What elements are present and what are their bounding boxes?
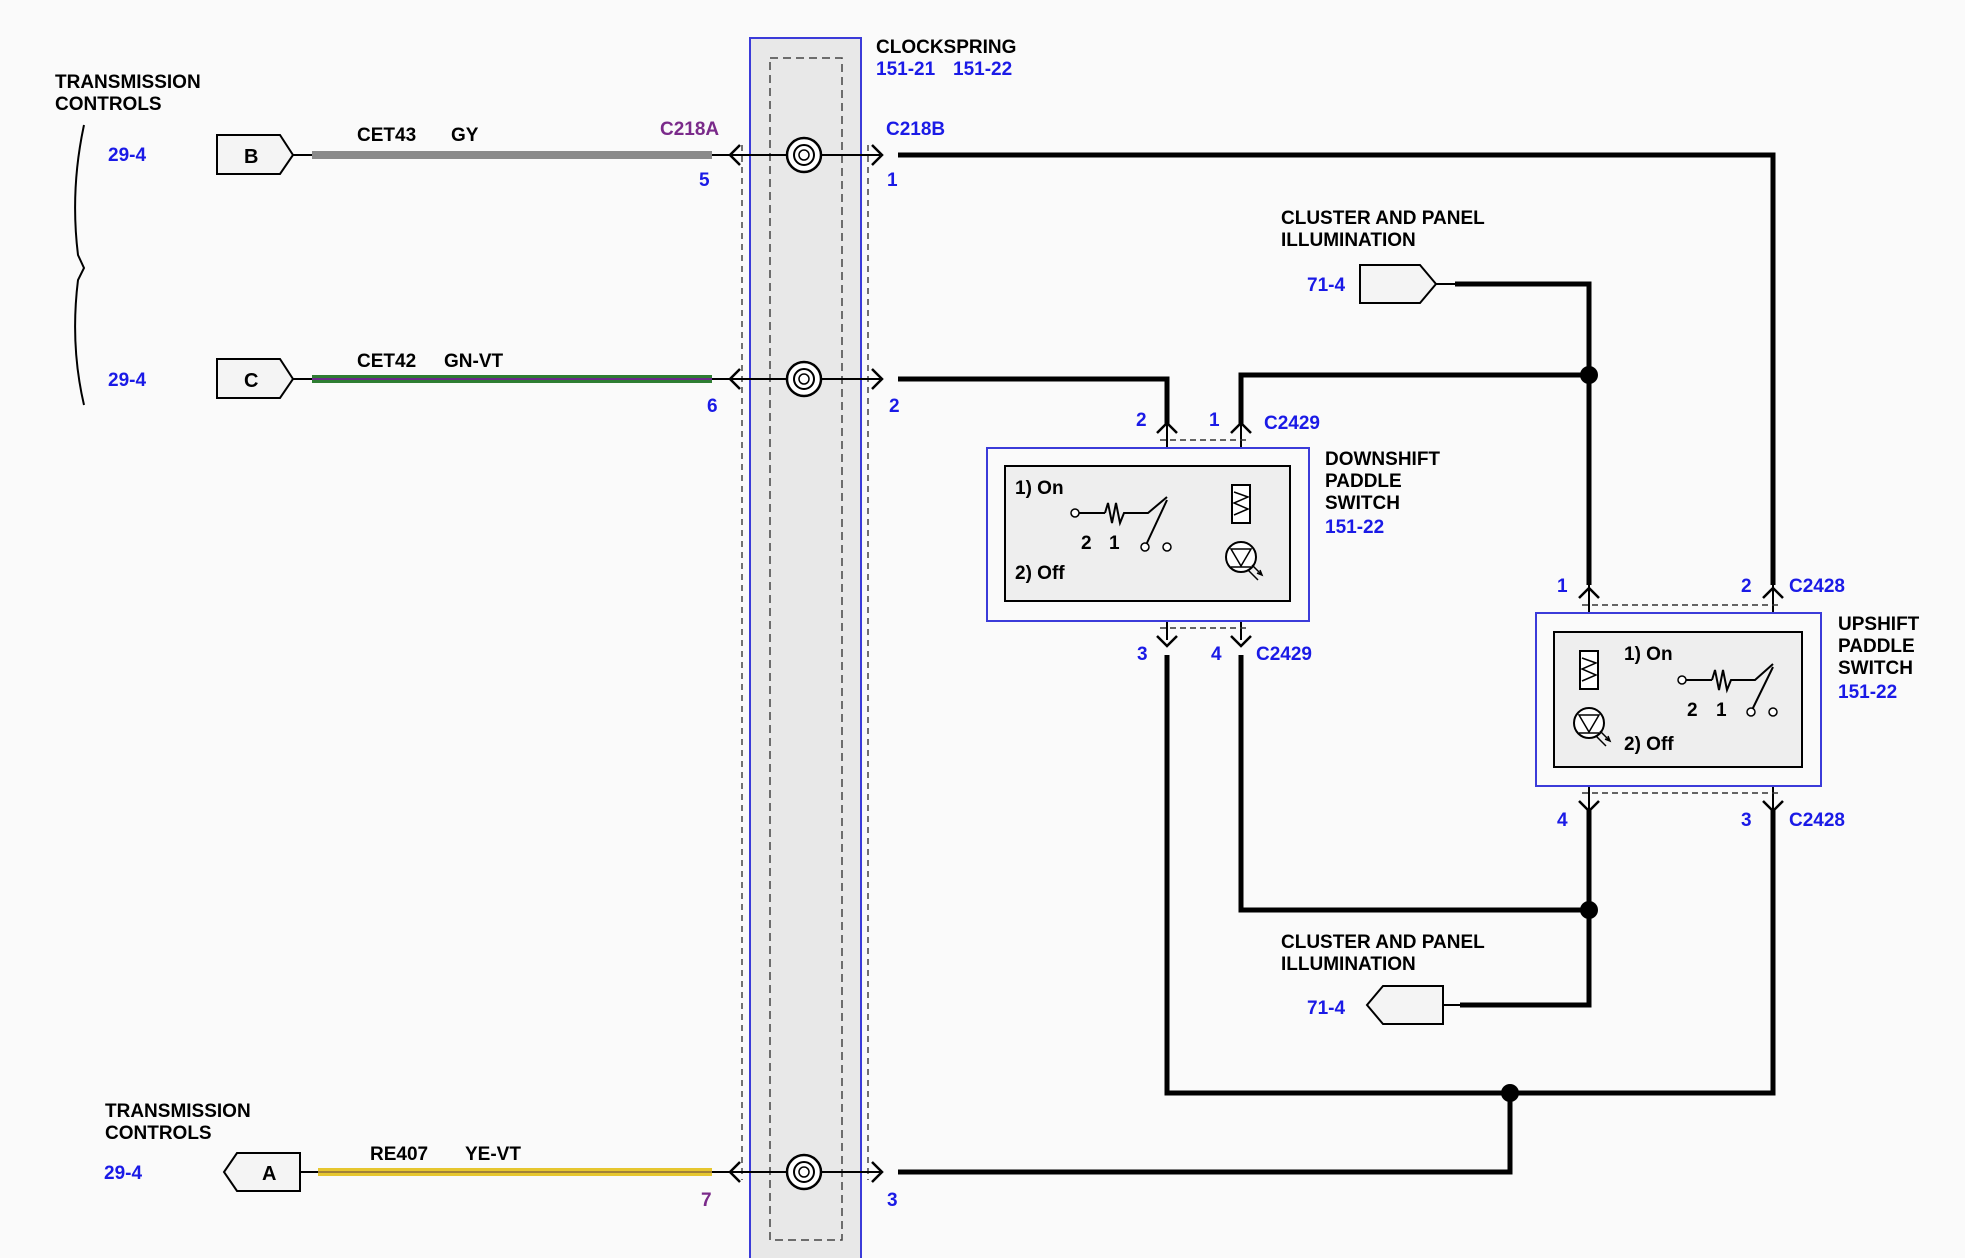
cluster-top-line2: ILLUMINATION xyxy=(1281,230,1416,251)
wire-shift-return xyxy=(1164,655,1776,1096)
pin-2: 2 xyxy=(889,396,900,417)
pin-5: 5 xyxy=(699,170,710,191)
cluster-illum-top-flag xyxy=(1359,264,1438,304)
downshift-off-label: 2) Off xyxy=(1015,563,1065,584)
clockspring-ref2: 151-22 xyxy=(953,59,1012,80)
clockspring-title: CLOCKSPRING xyxy=(876,37,1016,58)
downshift-pin-4: 4 xyxy=(1211,644,1222,665)
upshift-pin-3: 3 xyxy=(1741,810,1752,831)
splice-top xyxy=(1580,366,1598,384)
upshift-ref: 151-22 xyxy=(1838,682,1897,703)
upshift-title-line3: SWITCH xyxy=(1838,658,1913,679)
pin-1-arrow xyxy=(871,144,884,166)
downshift-contact-2: 2 xyxy=(1081,533,1092,554)
downshift-pin-2: 2 xyxy=(1136,410,1147,431)
wire-upshift-pin2 xyxy=(898,152,1776,585)
clockspring-ref1: 151-21 xyxy=(876,59,936,80)
upshift-pin-1: 1 xyxy=(1557,576,1568,597)
upshift-switch-arm xyxy=(1751,666,1774,711)
clockspring-body xyxy=(749,37,862,1258)
downshift-pin-1: 1 xyxy=(1209,410,1220,431)
clockspring-inner-outline xyxy=(769,57,843,1241)
wire-b-color: GY xyxy=(451,125,479,146)
wire-downshift-pin2 xyxy=(898,376,1170,425)
wire-a-color: YE-VT xyxy=(465,1144,521,1165)
trans-controls-bottom-line2: CONTROLS xyxy=(105,1123,212,1144)
upshift-contact-2: 2 xyxy=(1687,700,1698,721)
pin-6: 6 xyxy=(707,396,718,417)
downshift-contact-1: 1 xyxy=(1109,533,1120,554)
trans-controls-top-line1: TRANSMISSION xyxy=(55,72,201,93)
connector-c2429-top: C2429 xyxy=(1264,413,1320,434)
trans-controls-top-line2: CONTROLS xyxy=(55,94,162,115)
connector-c218a: C218A xyxy=(660,119,719,140)
upshift-title-line1: UPSHIFT xyxy=(1838,614,1920,635)
downshift-title-line1: DOWNSHIFT xyxy=(1325,449,1440,470)
connector-c2428-bottom: C2428 xyxy=(1789,810,1845,831)
cluster-illum-bottom-flag xyxy=(1365,985,1444,1025)
downshift-pin-3: 3 xyxy=(1137,644,1148,665)
trans-controls-bottom-line1: TRANSMISSION xyxy=(105,1101,251,1122)
clockspring-coil-3 xyxy=(785,1153,823,1191)
cluster-top-line1: CLUSTER AND PANEL xyxy=(1281,208,1485,229)
wire-c-color: GN-VT xyxy=(444,351,504,372)
ref-a: 29-4 xyxy=(104,1163,142,1184)
wire-a-name: RE407 xyxy=(370,1144,428,1165)
pin-7: 7 xyxy=(701,1190,712,1211)
pin-2-arrow xyxy=(871,368,884,390)
splice-bottom xyxy=(1501,1084,1519,1102)
upshift-on-label: 1) On xyxy=(1624,644,1673,665)
wire-downshift-pin4 xyxy=(1238,655,1589,913)
ref-c: 29-4 xyxy=(108,370,146,391)
upshift-title-line2: PADDLE xyxy=(1838,636,1915,657)
ref-b: 29-4 xyxy=(108,145,146,166)
pin-7-arrow xyxy=(728,1161,741,1183)
upshift-inner-box xyxy=(1553,631,1803,768)
connector-b-label: B xyxy=(244,146,258,168)
wire-c-name: CET42 xyxy=(357,351,416,372)
upshift-pin-2: 2 xyxy=(1741,576,1752,597)
downshift-title-line3: SWITCH xyxy=(1325,493,1400,514)
connector-c2429-bottom: C2429 xyxy=(1256,644,1312,665)
connector-c-label: C xyxy=(244,370,258,392)
pin-3-arrow xyxy=(871,1161,884,1183)
clockspring-coil-1 xyxy=(785,136,823,174)
downshift-ref: 151-22 xyxy=(1325,517,1384,538)
downshift-title-line2: PADDLE xyxy=(1325,471,1402,492)
connector-c218b: C218B xyxy=(886,119,945,140)
connector-c2428-top: C2428 xyxy=(1789,576,1845,597)
cluster-bottom-ref: 71-4 xyxy=(1307,998,1345,1019)
connector-a-label: A xyxy=(262,1163,276,1185)
splice-middle xyxy=(1580,901,1598,919)
downshift-switch-arm xyxy=(1145,499,1168,546)
downshift-on-label: 1) On xyxy=(1015,478,1064,499)
wire-illum-bottom xyxy=(1460,810,1592,1008)
pin-5-arrow xyxy=(728,144,741,166)
pin-1: 1 xyxy=(887,170,898,191)
upshift-contact-1: 1 xyxy=(1716,700,1727,721)
wire-b-name: CET43 xyxy=(357,125,416,146)
clockspring-coil-2 xyxy=(785,360,823,398)
connector-a-flag xyxy=(222,1152,301,1192)
wire-downshift-pin1 xyxy=(1238,372,1589,425)
pin-6-arrow xyxy=(728,368,741,390)
wire-return-a xyxy=(898,1093,1513,1175)
upshift-off-label: 2) Off xyxy=(1624,734,1674,755)
cluster-bottom-line2: ILLUMINATION xyxy=(1281,954,1416,975)
upshift-pin-4: 4 xyxy=(1557,810,1568,831)
connector-b-flag xyxy=(216,134,295,175)
pin-3: 3 xyxy=(887,1190,898,1211)
transmission-bracket xyxy=(74,124,86,406)
connector-c-flag xyxy=(216,358,295,399)
wire-illum-top xyxy=(1455,281,1592,585)
cluster-top-ref: 71-4 xyxy=(1307,275,1345,296)
cluster-bottom-line1: CLUSTER AND PANEL xyxy=(1281,932,1485,953)
